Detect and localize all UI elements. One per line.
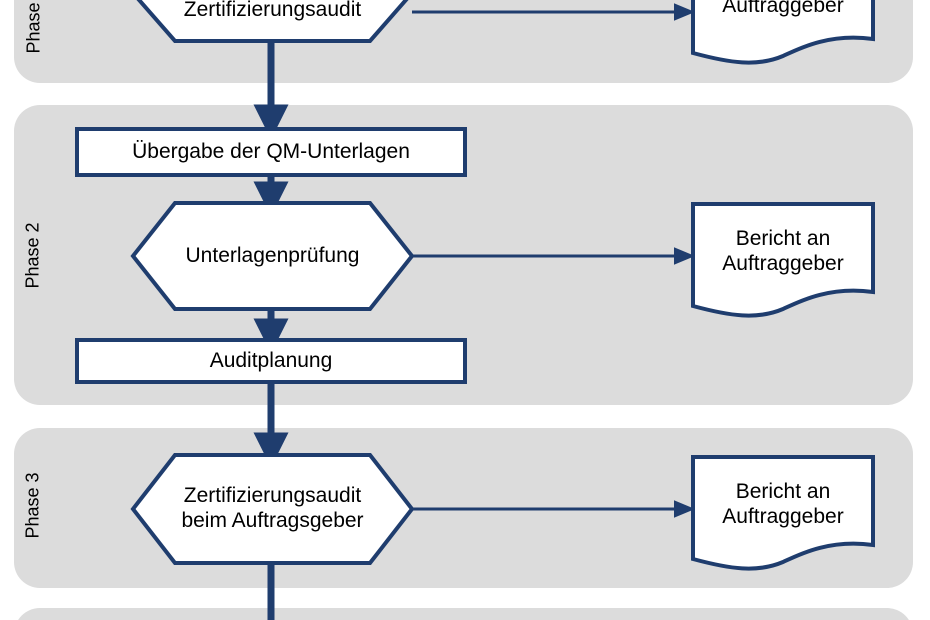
document-bericht-auftraggeber-2[interactable]: [691, 202, 875, 318]
box-label-auditplanung: Auditplanung: [209, 348, 333, 372]
document-bericht-auftraggeber-1[interactable]: [691, 0, 875, 65]
phase-2-shapes: [75, 127, 875, 384]
box-uebergabe-qm-unterlagen[interactable]: [75, 127, 467, 177]
connectors: [253, 3, 695, 620]
phase-3-shapes: [130, 453, 875, 571]
hexagon-label-unterlagenpruefung: Unterlagenprüfung: [185, 243, 360, 267]
phase-label-3: Phase 3: [22, 472, 43, 539]
document-label-bericht-auftraggeber-2: Bericht an Auftraggeber: [722, 227, 844, 275]
phase-label-2: Phase 2: [22, 222, 43, 289]
phase-1-shapes: [133, 0, 875, 65]
hexagon-label-zertifizierungsaudit-auftragsgeber: Zertifizierungsaudit beim Auftragsgeber: [181, 484, 364, 532]
document-bericht-auftraggeber-3[interactable]: [691, 455, 875, 571]
document-label-bericht-auftraggeber-1: Auftraggeber: [722, 0, 844, 17]
phase-band-4: [18, 608, 909, 620]
box-label-uebergabe-qm-unterlagen: Übergabe der QM-Unterlagen: [132, 139, 410, 163]
hexagon-zertifizierungsaudit-phase1[interactable]: [133, 0, 412, 43]
box-auditplanung[interactable]: [75, 338, 467, 384]
hexagon-unterlagenpruefung[interactable]: [130, 201, 415, 311]
document-label-bericht-auftraggeber-3: Bericht an Auftraggeber: [722, 480, 844, 528]
hexagon-label-zertifizierungsaudit-phase1: Zertifizierungsaudit: [183, 0, 362, 21]
phase-label-1: Phase 1: [23, 0, 44, 54]
hexagon-zertifizierungsaudit-auftragsgeber[interactable]: [130, 453, 415, 565]
